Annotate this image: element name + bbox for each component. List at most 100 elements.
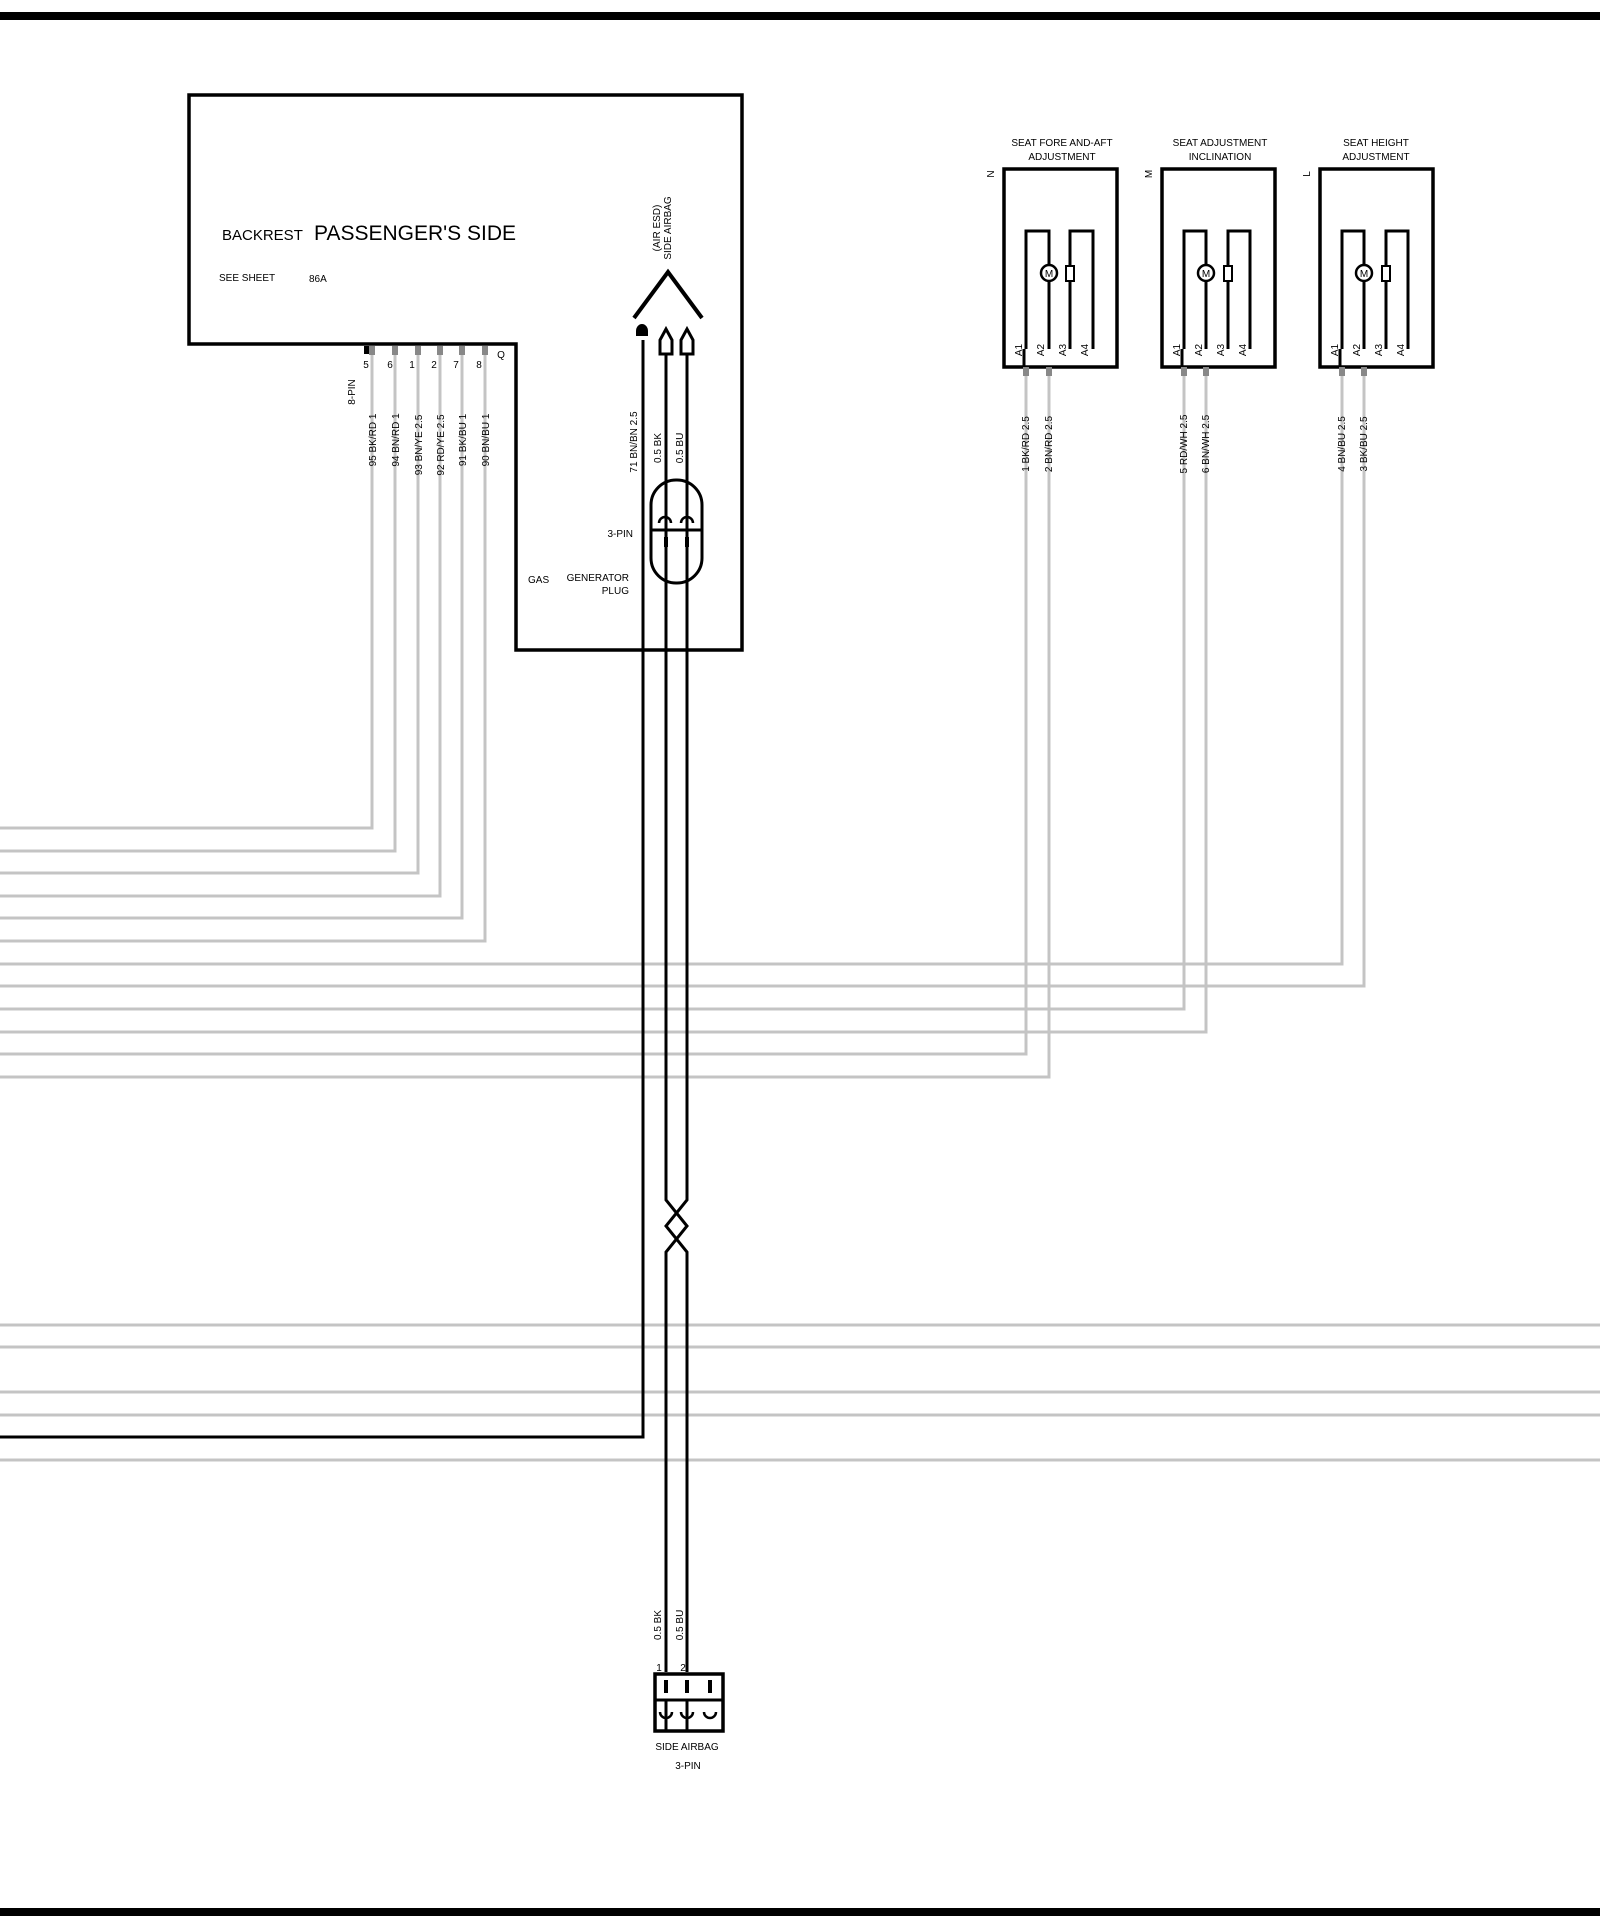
motor-winding bbox=[1384, 229, 1410, 349]
pin-number: 8 bbox=[476, 360, 482, 371]
motor-winding bbox=[1024, 229, 1051, 349]
wire-92 bbox=[0, 355, 442, 898]
terminal bbox=[658, 325, 674, 356]
plug-contact bbox=[685, 537, 689, 547]
motor-box bbox=[1002, 167, 1119, 369]
wire-label: 3 BK/BU 2.5 bbox=[1359, 416, 1370, 471]
motor-id: N bbox=[986, 170, 997, 177]
top-border bbox=[0, 12, 1600, 20]
motor-symbol bbox=[1354, 263, 1374, 283]
airbag-title-line2: (AIR ESD) bbox=[652, 205, 663, 252]
motor-symbol bbox=[1196, 263, 1216, 283]
motor-winding bbox=[1226, 229, 1252, 349]
ground-pin-marker bbox=[364, 346, 370, 354]
backrest-module: BACKREST PASSENGER'S SIDE SEE SHEET 86A … bbox=[187, 93, 744, 652]
wire-label: 94 BN/RD 1 bbox=[391, 413, 402, 467]
connector-contact bbox=[658, 1711, 674, 1720]
wire-91 bbox=[0, 355, 464, 920]
pin-terminal bbox=[1339, 367, 1345, 376]
wire-bu bbox=[664, 354, 689, 1672]
pin-terminal bbox=[415, 346, 421, 355]
pin-number: 6 bbox=[387, 360, 393, 371]
motor-title-line2: ADJUSTMENT bbox=[1342, 152, 1409, 163]
wire-4 bbox=[0, 366, 1344, 966]
wire-label: 71 BN/BN 2.5 bbox=[629, 411, 640, 473]
wire-90 bbox=[0, 355, 487, 943]
wire-bk bbox=[664, 354, 689, 1672]
wire-label: 91 BK/BU 1 bbox=[458, 413, 469, 466]
connector-name: 8-PIN bbox=[347, 379, 358, 405]
pin-label: A4 bbox=[1396, 343, 1407, 356]
motor-winding bbox=[1182, 229, 1208, 349]
pin-label: A3 bbox=[1216, 343, 1227, 356]
wire-6 bbox=[0, 366, 1208, 1034]
wire-1 bbox=[0, 366, 1028, 1056]
pin-number: 2 bbox=[680, 1663, 686, 1674]
harness-wires bbox=[0, 355, 1600, 1462]
airbag-symbol bbox=[632, 268, 704, 320]
pin-terminal bbox=[437, 346, 443, 355]
motor-id: M bbox=[1144, 170, 1155, 178]
plug-contact bbox=[679, 515, 695, 524]
pin-label: A2 bbox=[1352, 343, 1363, 356]
connector-contact bbox=[679, 1711, 695, 1720]
motor-height: SEAT HEIGHT ADJUSTMENT L M A1 A2 A3 A4 4… bbox=[1302, 138, 1435, 472]
backrest-8pin-connector: 5 6 1 2 7 8 Q 8-PIN bbox=[347, 346, 505, 405]
wire-95 bbox=[0, 355, 374, 830]
plug-contact bbox=[664, 537, 668, 547]
pin-label: A1 bbox=[1330, 343, 1341, 356]
motor-symbol bbox=[1039, 263, 1059, 283]
pin-number: 1 bbox=[656, 1663, 662, 1674]
pin-terminal bbox=[392, 346, 398, 355]
motor-symbol-label: M bbox=[1360, 269, 1368, 280]
plug-label-plug: PLUG bbox=[602, 586, 629, 597]
pin-label: A4 bbox=[1080, 343, 1091, 356]
see-sheet-label: SEE SHEET bbox=[219, 273, 275, 284]
motor-id: L bbox=[1302, 171, 1313, 177]
pin-terminal bbox=[459, 346, 465, 355]
wire-label: 1 BK/RD 2.5 bbox=[1021, 416, 1032, 472]
connector-contact bbox=[702, 1711, 718, 1720]
motor-contact bbox=[1223, 265, 1233, 282]
motor-symbol-label: M bbox=[1202, 269, 1210, 280]
pin-terminal bbox=[1361, 367, 1367, 376]
motor-title-line1: SEAT ADJUSTMENT bbox=[1173, 138, 1268, 149]
wire-label: 93 BN/YE 2.5 bbox=[414, 414, 425, 475]
plug-label-gas: GAS bbox=[528, 575, 549, 586]
pin-label: A3 bbox=[1058, 343, 1069, 356]
wire-label: 6 BN/WH 2.5 bbox=[1201, 414, 1212, 473]
wire-label: 0.5 BU bbox=[675, 1610, 686, 1641]
pin-label: A4 bbox=[1238, 343, 1249, 356]
pin-terminal bbox=[1023, 367, 1029, 376]
connector-contact bbox=[708, 1680, 712, 1693]
connector-pins: 3-PIN bbox=[675, 1761, 701, 1772]
motor-box bbox=[1160, 167, 1277, 369]
motor-box bbox=[1318, 167, 1435, 369]
pin-number: 5 bbox=[363, 360, 369, 371]
motor-inclination: SEAT ADJUSTMENT INCLINATION M M A1 A2 A3… bbox=[1144, 138, 1277, 473]
wire-3 bbox=[0, 366, 1366, 988]
plug-label-generator: GENERATOR bbox=[567, 573, 629, 584]
wire-label: 0.5 BK bbox=[653, 1610, 664, 1640]
backrest-title: PASSENGER'S SIDE bbox=[314, 222, 516, 245]
pin-terminal bbox=[482, 346, 488, 355]
pin-terminal bbox=[1046, 367, 1052, 376]
wire-71 bbox=[0, 340, 645, 1439]
motor-contact bbox=[1381, 265, 1391, 282]
pin-label: A2 bbox=[1036, 343, 1047, 356]
airbag-title-line1: SIDE AIRBAG bbox=[663, 196, 674, 260]
terminal-ground bbox=[636, 324, 648, 336]
pin-terminal bbox=[369, 346, 375, 355]
wire-93 bbox=[0, 355, 420, 875]
pin-number: 2 bbox=[431, 360, 437, 371]
backrest-outline bbox=[187, 93, 744, 652]
wire-94 bbox=[0, 355, 397, 853]
terminal bbox=[679, 325, 695, 356]
motor-symbol-label: M bbox=[1045, 269, 1053, 280]
connector-contact bbox=[685, 1680, 689, 1693]
backrest-prefix: BACKREST bbox=[222, 227, 303, 244]
motor-contact bbox=[1065, 265, 1075, 282]
ground-pin-label: Q bbox=[497, 350, 505, 361]
plug-contact bbox=[657, 515, 673, 524]
